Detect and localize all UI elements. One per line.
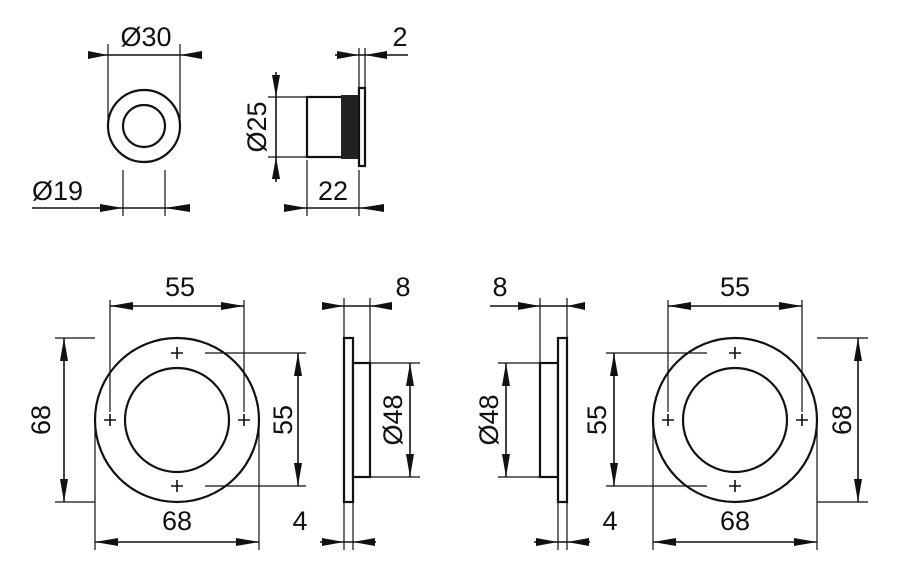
right-rosette-screw-marks: [662, 347, 808, 492]
right-outer-width: 68: [720, 506, 750, 536]
small-part-knurl-band: [341, 95, 359, 159]
right-hole-spacing-vertical: 55: [582, 405, 612, 435]
left-total-depth: 8: [395, 272, 410, 302]
left-rosette-plate: [342, 336, 355, 504]
left-rosette-front-view: 55 55 68 68: [26, 272, 306, 550]
left-rosette-side-view: 8 Ø48 4: [292, 272, 420, 550]
left-rosette-screw-marks: [104, 347, 250, 492]
left-rosette-recess: [351, 361, 372, 479]
flange-thickness-label: 2: [392, 22, 407, 52]
right-rosette-front-view: 55 55 68 68: [582, 272, 868, 550]
small-part-inner-circle: [121, 103, 167, 149]
small-part-flange: [357, 86, 367, 168]
left-outer-height: 68: [26, 405, 56, 435]
right-rosette-plate: [556, 336, 569, 504]
left-outer-width: 68: [162, 506, 192, 536]
body-length-label: 22: [318, 176, 348, 206]
right-recess-diameter: Ø48: [474, 394, 504, 445]
right-hole-spacing-horizontal: 55: [720, 272, 750, 302]
inner-diameter-label: Ø19: [32, 176, 83, 206]
body-diameter-label: Ø25: [242, 101, 272, 152]
left-rosette-inner-circle: [123, 366, 231, 474]
right-rosette-inner-circle: [681, 366, 789, 474]
small-part-front-view: Ø30 Ø19: [32, 22, 202, 216]
right-total-depth: 8: [492, 272, 507, 302]
right-rosette-recess: [538, 361, 560, 479]
right-rosette-side-view: 8 Ø48 4: [474, 272, 618, 550]
left-plate-thickness: 4: [292, 506, 307, 536]
left-hole-spacing-vertical: 55: [268, 405, 298, 435]
right-outer-height: 68: [827, 405, 857, 435]
right-plate-thickness: 4: [602, 506, 617, 536]
left-hole-spacing-horizontal: 55: [165, 272, 195, 302]
outer-diameter-label: Ø30: [120, 22, 171, 52]
small-part-side-view: 2 Ø25 22: [242, 22, 408, 216]
left-recess-diameter: Ø48: [378, 394, 408, 445]
